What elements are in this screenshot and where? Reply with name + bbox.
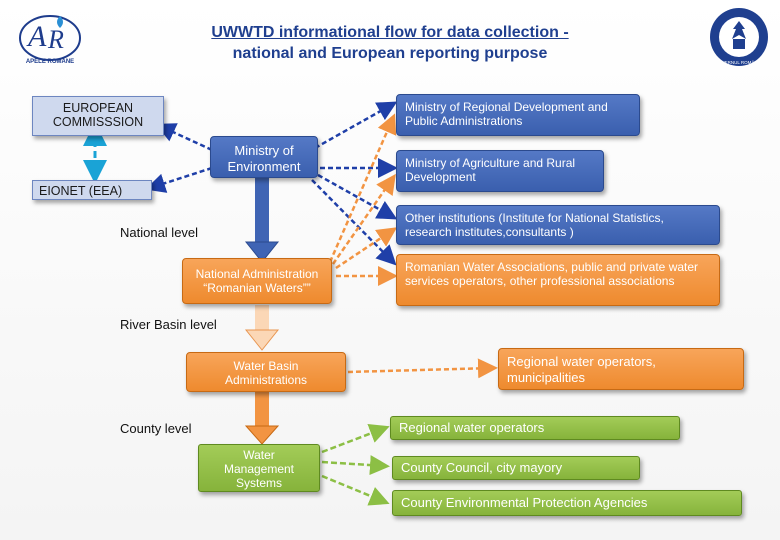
page-title: UWWTD informational flow for data collec… — [160, 22, 620, 64]
arrow-ministry-ec — [155, 123, 213, 152]
arrow-ministry-other — [317, 173, 398, 220]
regional-operators-box: Regional water operators — [390, 416, 680, 440]
svg-text:R: R — [47, 25, 64, 54]
title-line-1: UWWTD informational flow for data collec… — [211, 24, 569, 41]
arrow-ministry-eionet — [145, 166, 213, 193]
european-commission-box: EUROPEAN COMMISSSION — [32, 96, 164, 136]
arrowhead-basin-wms — [244, 425, 280, 445]
svg-text:A: A — [26, 20, 47, 53]
river-basin-level-label: River Basin level — [120, 317, 217, 332]
arrow-national-other — [335, 227, 398, 270]
national-level-label: National level — [120, 225, 199, 240]
arrow-wms-county-env — [321, 474, 390, 506]
county-council-box: County Council, city mayory — [392, 456, 640, 480]
arrowhead-national-basin — [244, 329, 280, 351]
arrowhead-ministry-national — [244, 241, 280, 263]
logo-right-text: GUVERNUL ROMÂNIEI — [715, 59, 763, 65]
logo-left-text: APELE ROMÂNE — [26, 58, 74, 65]
arrow-wms-regional-ops — [321, 423, 390, 454]
ministry-environment-box: Ministry of Environment — [210, 136, 318, 178]
arrow-national-agriculture — [331, 173, 396, 265]
ministry-agriculture-box: Ministry of Agriculture and Rural Develo… — [396, 150, 604, 192]
county-level-label: County level — [120, 421, 192, 436]
arrow-national-regional — [328, 113, 397, 263]
apele-romane-logo: A R APELE ROMÂNE — [19, 15, 81, 65]
title-line-2: national and European reporting purpose — [232, 45, 548, 62]
guvernul-romaniei-logo: GUVERNUL ROMÂNIEI — [710, 8, 768, 66]
arrow-basin-regional-ops — [347, 358, 498, 379]
water-management-systems-box: Water Management Systems — [198, 444, 320, 492]
other-institutions-box: Other institutions (Institute for Nation… — [396, 205, 720, 245]
arrow-ministry-associations — [311, 179, 397, 266]
ministry-regional-box: Ministry of Regional Development and Pub… — [396, 94, 640, 136]
arrow-wms-county-council — [321, 455, 390, 476]
romanian-water-associations-box: Romanian Water Associations, public and … — [396, 254, 720, 306]
water-basin-administrations-box: Water Basin Administrations — [186, 352, 346, 392]
national-administration-box: National Administration “Romanian Waters… — [182, 258, 332, 304]
county-env-agencies-box: County Environmental Protection Agencies — [392, 490, 742, 516]
regional-operators-municipalities-box: Regional water operators, municipalities — [498, 348, 744, 390]
eionet-box: EIONET (EEA) — [32, 180, 152, 200]
arrow-ministry-regional — [314, 101, 398, 150]
